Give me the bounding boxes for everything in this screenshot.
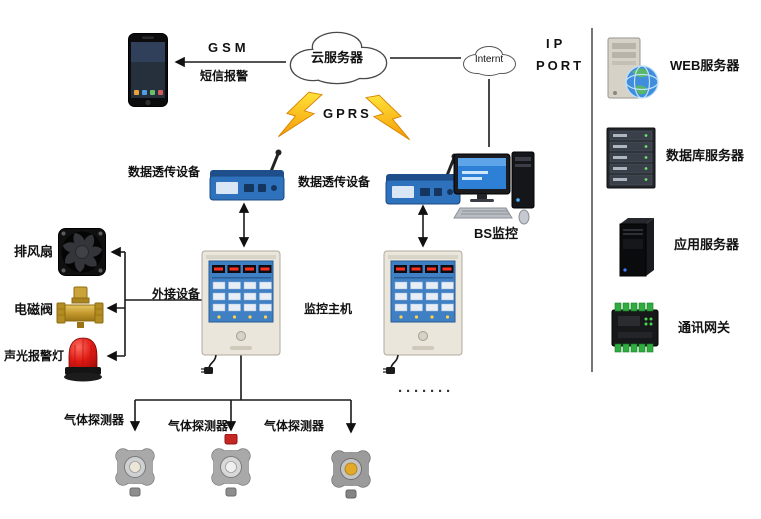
internet-cloud-icon — [460, 42, 518, 78]
sms-alarm-label: 短信报警 — [200, 69, 249, 83]
control-panel-icon — [382, 250, 464, 378]
smartphone-icon — [128, 33, 168, 107]
solenoid-valve-label: 电磁阀 — [14, 302, 54, 317]
gas-detector-icon — [328, 438, 374, 500]
lightning-icon — [277, 86, 324, 148]
internet-label: Internt — [474, 54, 504, 65]
web-server-label: WEB服务器 — [670, 58, 740, 73]
external-devices-label: 外接设备 — [152, 287, 201, 301]
wire-detector-bus — [135, 355, 351, 401]
app-server-label: 应用服务器 — [674, 237, 740, 252]
port-label: PORT — [536, 58, 585, 73]
dtu-left-label: 数据透传设备 — [128, 165, 201, 179]
gateway-label: 通讯网关 — [678, 320, 731, 335]
gateway-icon — [606, 298, 664, 356]
cloud-icon — [283, 27, 391, 89]
lightning-icon — [363, 89, 411, 151]
ip-label: IP — [546, 36, 567, 51]
wire-external-trunk — [124, 252, 202, 356]
monitor-host-label: 监控主机 — [304, 302, 353, 316]
more-devices-dots: ······· — [398, 383, 454, 400]
exhaust-fan-label: 排风扇 — [14, 244, 54, 259]
gas-detector-3-label: 气体探测器 — [264, 419, 325, 433]
gas-detector-2-label: 气体探测器 — [168, 419, 229, 433]
alarm-beacon-icon — [62, 330, 104, 382]
fan-icon — [58, 228, 106, 276]
app-server-icon — [608, 212, 658, 282]
dtu-right-label: 数据透传设备 — [298, 175, 371, 189]
db-server-label: 数据库服务器 — [666, 148, 745, 163]
gsm-label: GSM — [208, 40, 250, 55]
gas-detector-icon — [208, 434, 254, 498]
alarm-light-label: 声光报警灯 — [4, 349, 65, 363]
control-panel-icon — [200, 250, 282, 378]
database-server-icon — [602, 126, 660, 190]
dtu-device-icon — [206, 148, 288, 202]
gas-detector-1-label: 气体探测器 — [64, 413, 125, 427]
cloud-server-label: 云服务器 — [310, 50, 363, 65]
bs-monitor-label: BS监控 — [473, 226, 519, 241]
web-server-icon — [602, 36, 660, 102]
gas-detector-icon — [112, 436, 158, 498]
valve-icon — [56, 286, 104, 330]
gprs-label: GPRS — [323, 106, 372, 121]
workstation-icon — [452, 148, 540, 226]
